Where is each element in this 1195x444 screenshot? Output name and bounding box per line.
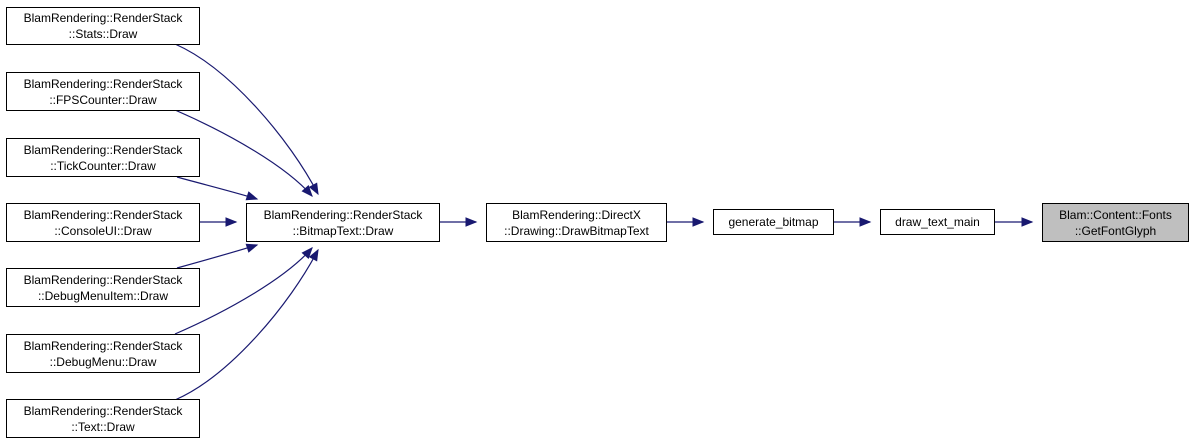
node-label-line1: BlamRendering::RenderStack — [23, 338, 183, 353]
node-debugmenuitem-draw[interactable]: BlamRendering::RenderStack ::DebugMenuIt… — [6, 268, 200, 307]
node-label-line1: BlamRendering::RenderStack — [23, 11, 183, 25]
node-getfontglyph: Blam::Content::Fonts ::GetFontGlyph — [1042, 203, 1189, 242]
node-label-line1: BlamRendering::RenderStack — [23, 207, 183, 222]
edge-text-to-bitmaptext — [174, 249, 319, 401]
node-fpscounter-draw[interactable]: BlamRendering::RenderStack ::FPSCounter:… — [6, 72, 200, 111]
node-text-draw[interactable]: BlamRendering::RenderStack ::Text::Draw — [6, 399, 200, 438]
edge-arrowhead — [859, 217, 872, 227]
node-label-line1: BlamRendering::RenderStack — [23, 142, 183, 157]
edge-arrowhead — [465, 217, 478, 227]
node-label-line1: BlamRendering::RenderStack — [23, 76, 183, 91]
edge-arrowhead — [245, 191, 259, 201]
node-label-line2: ::BitmapText::Draw — [292, 223, 394, 238]
edge-arrowhead — [692, 217, 705, 227]
node-draw-text-main[interactable]: draw_text_main — [880, 209, 995, 235]
node-label-line2: ::DebugMenu::Draw — [49, 354, 157, 369]
node-label-line2: ::GetFontGlyph — [1074, 223, 1157, 238]
edge-arrowhead — [308, 182, 319, 196]
node-label-line2: ::Stats::Draw — [68, 27, 138, 41]
edge-tick-to-bitmaptext — [176, 176, 258, 200]
node-label-line1: BlamRendering::RenderStack — [263, 207, 423, 222]
node-drawbitmaptext[interactable]: BlamRendering::DirectX ::Drawing::DrawBi… — [486, 203, 667, 242]
node-label-line1: BlamRendering::DirectX — [512, 207, 641, 222]
node-label: draw_text_main — [895, 215, 980, 229]
edge-fps-to-bitmaptext — [174, 109, 313, 197]
node-bitmaptext-draw[interactable]: BlamRendering::RenderStack ::BitmapText:… — [246, 203, 440, 242]
node-consoleui-draw[interactable]: BlamRendering::RenderStack ::ConsoleUI::… — [6, 203, 200, 242]
edge-arrowhead — [301, 184, 313, 198]
node-label-line2: ::FPSCounter::Draw — [49, 92, 157, 107]
node-debugmenu-draw[interactable]: BlamRendering::RenderStack ::DebugMenu::… — [6, 334, 200, 373]
node-label: generate_bitmap — [728, 215, 819, 229]
node-generate-bitmap[interactable]: generate_bitmap — [713, 209, 834, 235]
edge-stats-to-bitmaptext — [174, 43, 319, 195]
node-label-line1: BlamRendering::RenderStack — [23, 403, 183, 418]
edge-debugitem-to-bitmaptext — [176, 244, 258, 269]
node-label-line2: ::TickCounter::Draw — [50, 158, 156, 173]
node-label-line2: ::ConsoleUI::Draw — [54, 223, 152, 238]
node-label-line1: Blam::Content::Fonts — [1059, 207, 1172, 222]
node-label-line1: BlamRendering::RenderStack — [23, 272, 183, 287]
edge-debugmenu-to-bitmaptext — [174, 247, 313, 335]
edge-arrowhead — [225, 217, 238, 227]
node-stats-draw[interactable]: BlamRendering::RenderStack ::Stats::Draw — [6, 7, 200, 45]
node-label-line2: ::DebugMenuItem::Draw — [37, 288, 169, 303]
edge-arrowhead — [1021, 217, 1034, 227]
edge-arrowhead — [245, 243, 259, 253]
edge-arrowhead — [308, 248, 319, 262]
node-label-line2: ::Drawing::DrawBitmapText — [504, 223, 649, 238]
node-label-line2: ::Text::Draw — [71, 419, 135, 434]
node-tickcounter-draw[interactable]: BlamRendering::RenderStack ::TickCounter… — [6, 138, 200, 177]
edge-arrowhead — [301, 246, 313, 260]
